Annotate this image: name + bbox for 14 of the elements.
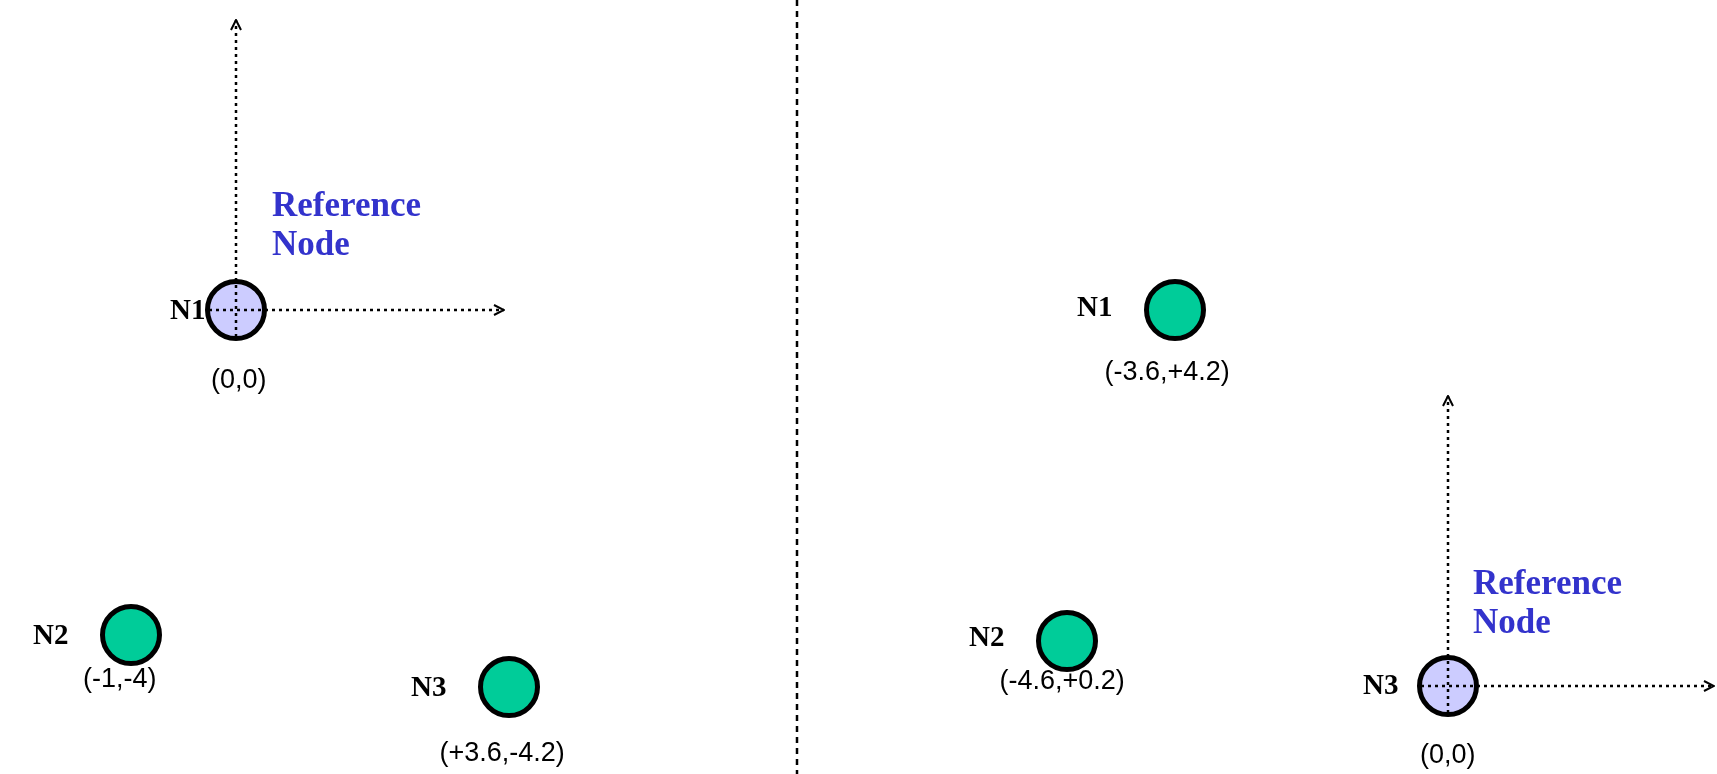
node-name: N3 [411,671,447,703]
coordinate-label: (0,0) [1420,740,1476,770]
node-name: N3 [1363,669,1399,701]
node-name: N1 [1077,291,1113,323]
coordinate-label: (-3.6,+4.2) [1104,357,1230,387]
reference-label: Reference Node [272,186,422,263]
coordinate-label: (-4.6,+0.2) [999,666,1125,696]
coordinate-label: (-1,-4) [83,664,157,694]
node-name: N2 [969,621,1005,653]
coordinate-label: (0,0) [211,365,267,395]
reference-label: Reference Node [1473,564,1623,641]
coordinate-label: (+3.6,-4.2) [439,738,565,768]
node-name: N2 [33,619,69,651]
node-name: N1 [170,294,206,326]
